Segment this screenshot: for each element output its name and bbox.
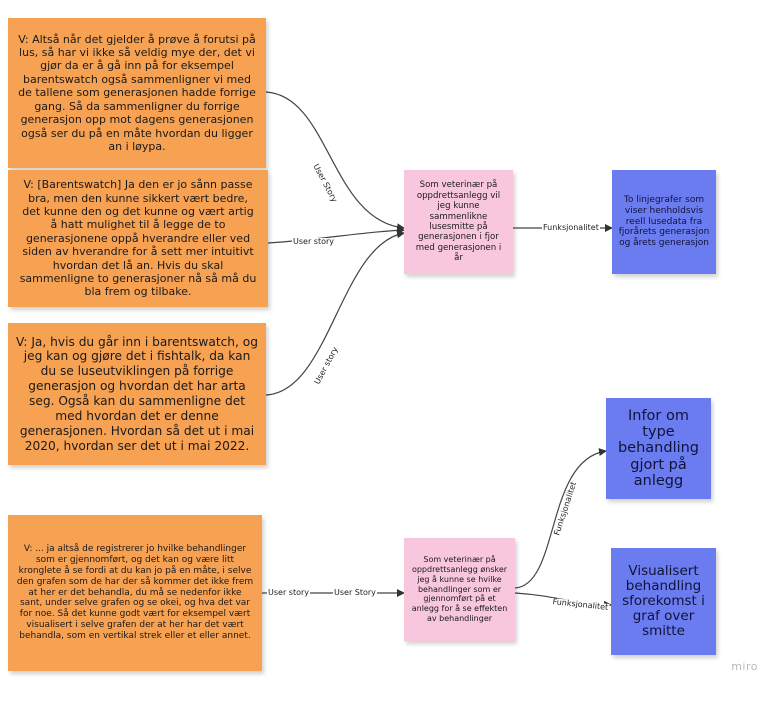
edge-label-user-story-4: User story: [267, 588, 310, 597]
sticky-note-orange-4[interactable]: V: ... ja altså de registrerer jo hvilke…: [8, 515, 262, 671]
edge-label-user-story-2: User story: [292, 237, 335, 246]
sticky-note-pink-1[interactable]: Som veterinær på oppdrettsanlegg vil jeg…: [404, 170, 513, 274]
connector-orange2-to-pink1: [267, 226, 405, 244]
sticky-note-blue-3[interactable]: Visualisert behandling sforekomst i graf…: [611, 548, 716, 655]
edge-label-user-story-5: User Story: [333, 588, 377, 597]
sticky-note-blue-2[interactable]: Infor om type behandling gjort på anlegg: [606, 398, 711, 499]
sticky-note-orange-1[interactable]: V: Altså når det gjelder å prøve å forut…: [8, 18, 266, 168]
connector-pink2-to-blue2: [514, 448, 607, 589]
miro-watermark: miro: [731, 660, 758, 673]
connector-orange3-to-pink1: [265, 230, 405, 396]
sticky-note-orange-2[interactable]: V: [Barentswatch] Ja den er jo sånn pass…: [8, 170, 268, 307]
sticky-note-blue-1[interactable]: To linjegrafer som viser henholdsvis ree…: [612, 170, 716, 274]
edge-label-funksjonalitet-1: Funksjonalitet: [542, 223, 600, 232]
sticky-note-orange-3[interactable]: V: Ja, hvis du går inn i barentswatch, o…: [8, 323, 266, 465]
sticky-note-pink-2[interactable]: Som veterinær på oppdrettsanlegg ønsker …: [404, 538, 515, 641]
connector-orange1-to-pink1: [265, 91, 405, 232]
